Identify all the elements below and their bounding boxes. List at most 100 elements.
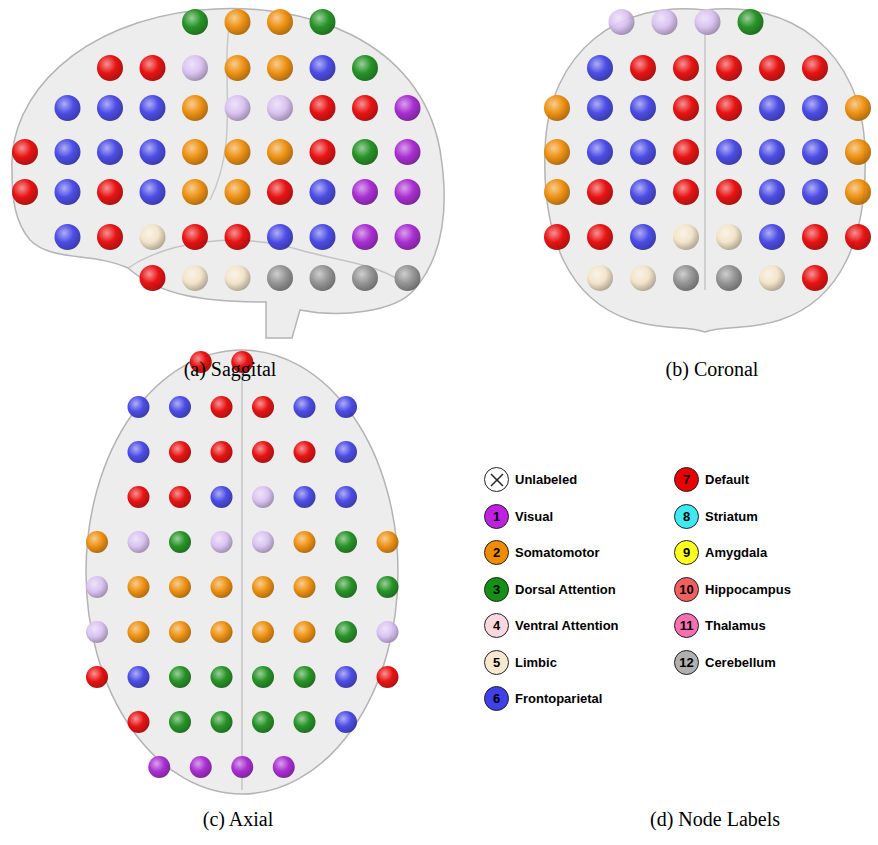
region-sphere	[630, 95, 656, 121]
region-sphere	[294, 531, 316, 553]
label-number: 6	[493, 692, 500, 705]
region-sphere	[609, 9, 635, 35]
region-sphere	[267, 224, 293, 250]
region-sphere	[802, 55, 828, 81]
label-number: 10	[679, 583, 693, 596]
region-sphere	[128, 486, 150, 508]
region-sphere	[128, 576, 150, 598]
region-sphere	[544, 95, 570, 121]
region-sphere	[55, 95, 81, 121]
region-sphere	[587, 265, 613, 291]
label-number: 11	[680, 619, 694, 632]
legend-text: Frontoparietal	[515, 691, 602, 706]
legend-item: 5Limbic	[484, 650, 557, 675]
legend-swatch: 8	[674, 504, 699, 529]
region-sphere	[211, 711, 233, 733]
region-sphere	[310, 179, 336, 205]
region-sphere	[335, 531, 357, 553]
region-sphere	[759, 265, 785, 291]
legend-swatch: 4	[484, 613, 509, 638]
region-sphere	[544, 224, 570, 250]
region-sphere	[673, 55, 699, 81]
panel-caption: (a) Saggital	[184, 358, 277, 381]
region-sphere	[352, 55, 378, 81]
region-sphere	[352, 224, 378, 250]
region-sphere	[86, 666, 108, 688]
region-sphere	[86, 531, 108, 553]
label-number: 7	[683, 473, 690, 486]
region-sphere	[352, 179, 378, 205]
region-sphere	[97, 139, 123, 165]
region-sphere	[673, 179, 699, 205]
region-sphere	[267, 9, 293, 35]
region-sphere	[169, 711, 191, 733]
region-sphere	[587, 179, 613, 205]
region-sphere	[267, 139, 293, 165]
region-sphere	[845, 179, 871, 205]
region-sphere	[294, 576, 316, 598]
region-sphere	[310, 95, 336, 121]
region-sphere	[140, 139, 166, 165]
legend-item: 6 Frontoparietal	[484, 686, 602, 711]
region-sphere	[377, 621, 399, 643]
legend-swatch: 12	[674, 650, 699, 675]
region-sphere	[225, 9, 251, 35]
region-sphere	[140, 224, 166, 250]
panel-caption: (b) Coronal	[666, 358, 759, 381]
region-sphere	[55, 139, 81, 165]
panel-caption: (d) Node Labels	[650, 808, 780, 831]
region-sphere	[97, 95, 123, 121]
region-sphere	[716, 139, 742, 165]
region-sphere	[252, 441, 274, 463]
region-sphere	[587, 95, 613, 121]
region-sphere	[802, 265, 828, 291]
region-sphere	[128, 531, 150, 553]
region-sphere	[802, 95, 828, 121]
region-sphere	[630, 139, 656, 165]
region-sphere	[716, 224, 742, 250]
region-sphere	[673, 139, 699, 165]
region-sphere	[759, 139, 785, 165]
region-sphere	[377, 531, 399, 553]
region-sphere	[294, 666, 316, 688]
region-sphere	[252, 621, 274, 643]
region-sphere	[190, 756, 212, 778]
region-sphere	[128, 621, 150, 643]
legend-text: Thalamus	[705, 618, 766, 633]
legend-item: Unlabeled	[484, 467, 577, 492]
label-number: 8	[683, 510, 690, 523]
region-sphere	[140, 55, 166, 81]
legend-swatch: 9	[674, 540, 699, 565]
region-sphere	[630, 179, 656, 205]
region-sphere	[652, 9, 678, 35]
legend-swatch: 1	[484, 504, 509, 529]
panel-caption: (c) Axial	[203, 808, 274, 831]
region-sphere	[140, 265, 166, 291]
region-sphere	[231, 756, 253, 778]
region-sphere	[738, 9, 764, 35]
legend-text: Dorsal Attention	[515, 582, 616, 597]
legend-item: 7 Default	[674, 467, 749, 492]
region-sphere	[128, 441, 150, 463]
region-sphere	[716, 95, 742, 121]
legend-swatch: 5	[484, 650, 509, 675]
region-sphere	[211, 666, 233, 688]
region-sphere	[128, 666, 150, 688]
legend-item: 8Striatum	[674, 504, 758, 529]
region-sphere	[352, 265, 378, 291]
legend-swatch	[484, 467, 509, 492]
region-sphere	[845, 95, 871, 121]
legend-text: Default	[705, 472, 749, 487]
legend-item: 10Hippocampus	[674, 577, 791, 602]
region-sphere	[267, 179, 293, 205]
region-sphere	[544, 139, 570, 165]
region-sphere	[395, 265, 421, 291]
region-sphere	[12, 179, 38, 205]
label-number: 3	[493, 583, 500, 596]
legend-text: Cerebellum	[705, 655, 776, 670]
region-sphere	[802, 179, 828, 205]
region-sphere	[716, 55, 742, 81]
legend-text: Somatomotor	[515, 545, 600, 560]
